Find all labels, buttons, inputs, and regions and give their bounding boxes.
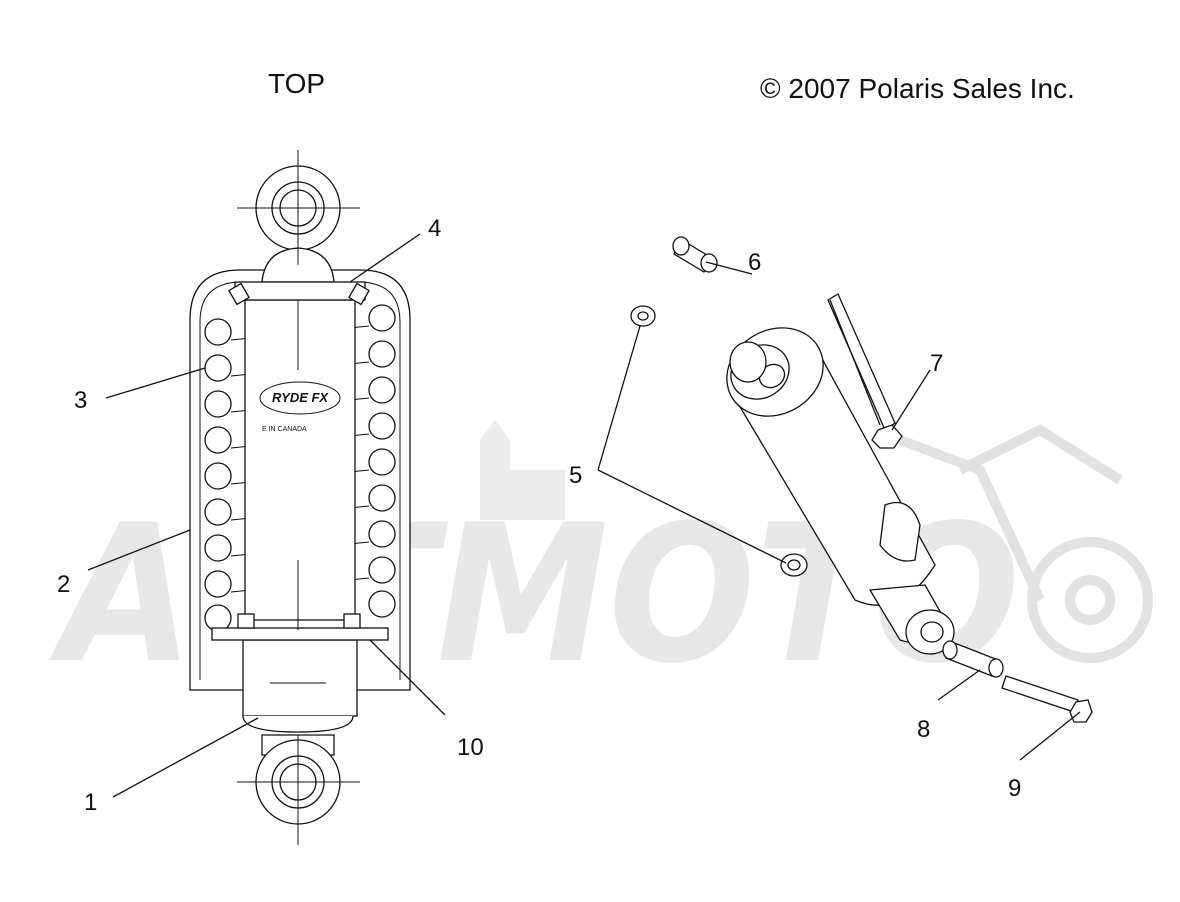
leader-5b [597,469,787,564]
callout-6: 6 [748,249,761,276]
coil-spring-left-coils [204,318,232,632]
leader-6 [705,261,753,275]
callout-2: 2 [57,571,70,598]
bushing-lower [942,640,1004,678]
callout-3: 3 [74,387,87,414]
leader-2 [87,529,191,571]
callout-4: 4 [428,215,441,242]
callout-7: 7 [930,350,943,377]
callout-1: 1 [84,789,97,816]
leader-4 [349,233,421,283]
leader-7 [891,369,931,431]
leader-9 [1019,711,1081,761]
shock-assembly-front-view: RYDE FX E IN CANADA [189,150,411,845]
iso-top-mount [729,341,790,400]
leader-5a [597,325,641,471]
callout-10: 10 [457,734,484,761]
callout-9: 9 [1008,775,1021,802]
callouts: 1 2 3 4 5 6 7 8 9 10 [57,215,1021,816]
leader-1 [112,717,259,798]
shock-assembly-iso-view [630,236,1093,723]
leader-3 [105,367,206,399]
decal-small-text: E IN CANADA [262,426,307,433]
bolt-upper [827,293,903,449]
bolt-lower [1001,675,1093,723]
upper-retainer-clips [228,282,370,306]
decal-logo-text: RYDE FX [272,390,329,405]
callout-8: 8 [917,716,930,743]
shock-decal: RYDE FX E IN CANADA [259,381,341,433]
centerlines [237,150,360,845]
copyright-text: © 2007 Polaris Sales Inc. [760,73,1075,104]
nut-upper [630,305,656,327]
coil-spring-right-coils [368,304,396,618]
callout-5: 5 [569,462,582,489]
spring-retainer [211,613,389,641]
watermark-castle [480,420,565,520]
watermark-motorcycle [898,424,1153,663]
top-label: TOP [268,68,325,99]
shock-body [234,247,366,733]
leader-8 [937,669,981,701]
leader-lines [87,233,1081,798]
nut-lower [780,553,808,577]
leader-10 [369,639,446,716]
iso-bottom-mount [905,609,955,655]
bushing-upper [672,236,718,273]
